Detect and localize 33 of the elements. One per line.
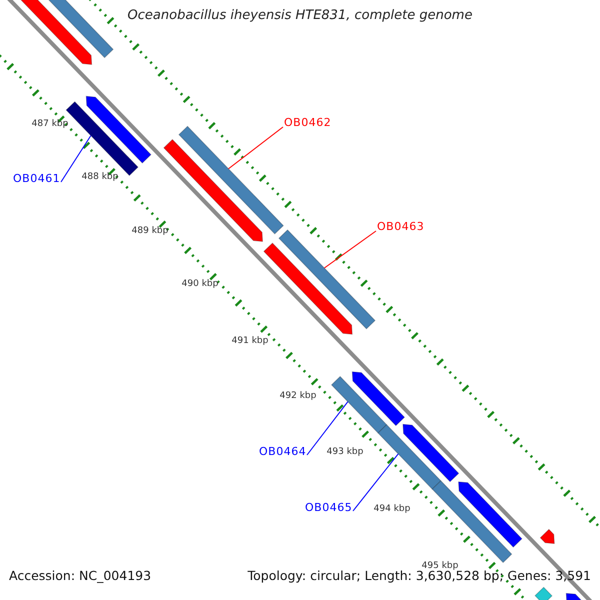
- scale-label: 494 kbp: [374, 505, 410, 515]
- feature-bar: [378, 424, 442, 490]
- scale-label: 488 kbp: [82, 173, 118, 183]
- leader-line: [228, 126, 284, 170]
- feature-bar: [278, 229, 376, 330]
- leader-line: [306, 401, 348, 456]
- gene-label: OB0462: [284, 117, 332, 130]
- feature-bar: [534, 586, 553, 600]
- scale-label: 489 kbp: [132, 227, 168, 237]
- gene-block: [540, 528, 555, 544]
- gene-block: [402, 424, 460, 482]
- gene-label: OB0465: [305, 502, 352, 514]
- title: Oceanobacillus iheyensis HTE831, complete genome: [126, 9, 474, 24]
- leader-line: [352, 453, 399, 512]
- scale-label: 495 kbp: [422, 562, 458, 572]
- leader-line: [324, 230, 376, 269]
- accession-text: Accession: NC_004193: [9, 569, 152, 583]
- gene-block: [86, 96, 152, 164]
- scale-label: 492 kbp: [280, 392, 316, 402]
- gene-block: [263, 242, 353, 335]
- feature-bar: [178, 126, 284, 234]
- gene-label: OB0461: [13, 173, 60, 186]
- gene-label: OB0464: [259, 446, 306, 458]
- gene-label: OB0463: [377, 221, 424, 234]
- leader-line: [60, 135, 92, 182]
- scale-label: 487 kbp: [32, 120, 68, 130]
- gene-block: [352, 371, 406, 426]
- genome-info-text: Topology: circular; Length: 3,630,528 bp; Genes: 3,591: [248, 569, 591, 583]
- scale-label: 493 kbp: [326, 448, 364, 458]
- scale-label: 490 kbp: [182, 280, 218, 290]
- scale-label: 491 kbp: [232, 337, 268, 347]
- feature-bar: [330, 376, 388, 434]
- gene-block: [458, 481, 522, 548]
